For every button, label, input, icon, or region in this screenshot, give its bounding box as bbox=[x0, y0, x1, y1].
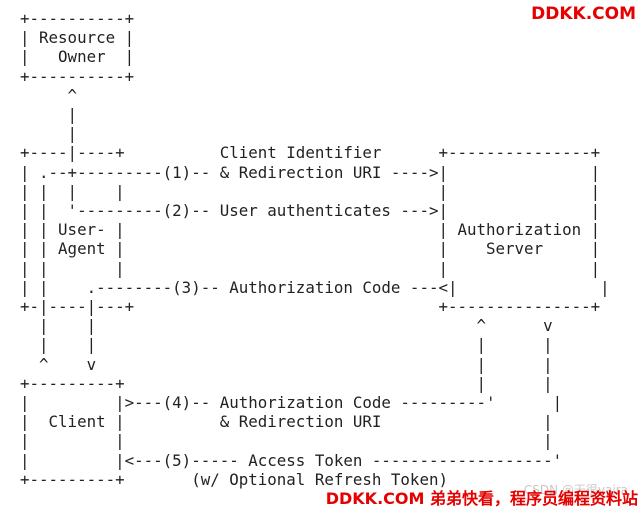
diagram-line: | | .--------(3)-- Authorization Code --… bbox=[20, 277, 610, 297]
diagram-line: +----------+ bbox=[20, 66, 135, 86]
watermark-csdn: CSDN @天很vajra bbox=[523, 483, 628, 497]
diagram-line: | | | bbox=[20, 431, 553, 451]
diagram-line: | | | | | | bbox=[20, 181, 601, 201]
diagram-line: +---------+ | | bbox=[20, 373, 553, 393]
diagram-line: +----|----+ Client Identifier +---------… bbox=[20, 143, 601, 163]
diagram-line: +---------+ (w/ Optional Refresh Token) bbox=[20, 469, 448, 489]
diagram-line: ^ bbox=[20, 85, 78, 105]
diagram-line: | bbox=[20, 124, 78, 144]
diagram-line: | |<---(5)----- Access Token -----------… bbox=[20, 450, 563, 470]
diagram-line: | |>---(4)-- Authorization Code --------… bbox=[20, 393, 563, 413]
diagram-line: +-|----|---+ +---------------+ bbox=[20, 297, 601, 317]
oauth-authorization-code-flow-diagram: +----------+ | Resource | | Owner | +---… bbox=[20, 9, 610, 489]
diagram-line: | Owner | bbox=[20, 47, 135, 67]
diagram-line: +----------+ bbox=[20, 9, 135, 28]
diagram-line: | Client | & Redirection URI | bbox=[20, 412, 553, 432]
diagram-line: | Resource | bbox=[20, 28, 135, 48]
diagram-line: | | User- | | Authorization | bbox=[20, 220, 601, 240]
diagram-line: | | | | bbox=[20, 335, 553, 355]
diagram-line: | | | | | bbox=[20, 258, 601, 278]
watermark-bottom: DDKK.COM 弟弟快看，程序员编程资料站 bbox=[325, 489, 638, 508]
diagram-line: ^ v | | bbox=[20, 354, 553, 374]
diagram-line: | | Agent | | Server | bbox=[20, 239, 601, 259]
diagram-line: | | '---------(2)-- User authenticates -… bbox=[20, 201, 601, 221]
diagram-line: | | ^ v bbox=[20, 316, 553, 336]
diagram-line: | .--+---------(1)-- & Redirection URI -… bbox=[20, 162, 601, 182]
diagram-line: | bbox=[20, 105, 78, 125]
watermark-top: DDKK.COM bbox=[531, 4, 636, 24]
